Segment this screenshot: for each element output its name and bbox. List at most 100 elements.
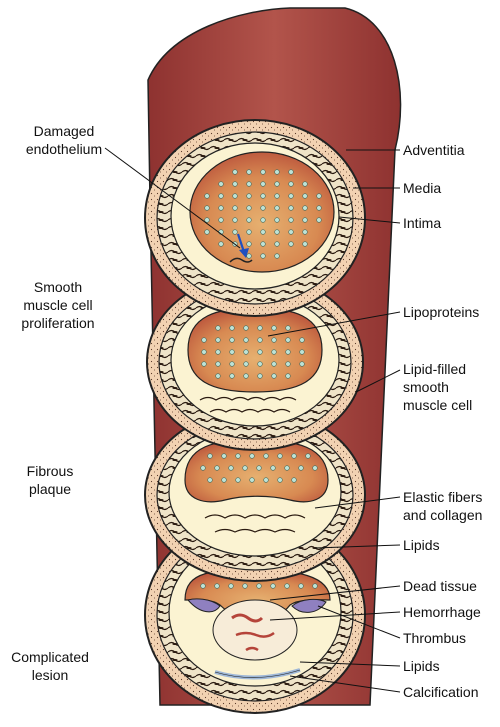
lipoprotein-dot: [260, 217, 266, 223]
label-hemorrhage: Hemorrhage: [403, 604, 481, 620]
label-media: Media: [403, 180, 441, 196]
lipoprotein-dot: [232, 169, 238, 175]
lipoprotein-dot: [285, 373, 291, 379]
lipoprotein-dot: [299, 349, 305, 355]
lipoprotein-dot: [298, 583, 304, 589]
lipoprotein-dot: [257, 325, 263, 331]
lipoprotein-dot: [284, 583, 290, 589]
label-lipid-filled-2: smooth: [403, 379, 449, 395]
lipoprotein-dot: [284, 465, 290, 471]
lipoprotein-dot: [271, 325, 277, 331]
lipoprotein-dot: [232, 217, 238, 223]
lipoprotein-dot: [274, 253, 280, 259]
label-calcification: Calcification: [403, 684, 478, 700]
lipoprotein-dot: [257, 349, 263, 355]
label-complicated-lesion-2: lesion: [32, 667, 69, 683]
lipoprotein-dot: [200, 465, 206, 471]
lipoprotein-dot: [204, 217, 210, 223]
lipoprotein-dot: [215, 349, 221, 355]
lipoprotein-dot: [285, 349, 291, 355]
lipoprotein-dot: [229, 325, 235, 331]
lipoprotein-dot: [204, 229, 210, 235]
lipoprotein-dot: [243, 349, 249, 355]
lipoprotein-dot: [232, 181, 238, 187]
lipoprotein-dot: [302, 205, 308, 211]
lipoprotein-dot: [201, 337, 207, 343]
lipoprotein-dot: [260, 181, 266, 187]
lipoprotein-dot: [232, 193, 238, 199]
lipoprotein-dot: [221, 453, 227, 459]
lipoprotein-dot: [302, 241, 308, 247]
lipoprotein-dot: [242, 583, 248, 589]
lipoprotein-dot: [204, 193, 210, 199]
label-intima: Intima: [403, 215, 441, 231]
lipoprotein-dot: [291, 453, 297, 459]
label-thrombus: Thrombus: [403, 630, 466, 646]
lipoprotein-dot: [246, 169, 252, 175]
label-smooth-muscle-3: proliferation: [21, 315, 94, 331]
lipoprotein-dot: [260, 169, 266, 175]
left-labels: Damaged endothelium Smooth muscle cell p…: [11, 123, 102, 683]
label-damaged-endothelium-2: endothelium: [26, 141, 102, 157]
lipoprotein-dot: [204, 205, 210, 211]
lipoprotein-dot: [218, 205, 224, 211]
lipoprotein-dot: [274, 229, 280, 235]
lipoprotein-dots: [200, 169, 322, 589]
lipoprotein-dot: [302, 181, 308, 187]
lipoprotein-dot: [246, 193, 252, 199]
section-damaged-endothelium: [144, 119, 366, 317]
lipoprotein-dot: [215, 373, 221, 379]
lipoprotein-dot: [256, 465, 262, 471]
lipoprotein-dot: [291, 477, 297, 483]
section-smooth-muscle: [146, 273, 364, 451]
lipoprotein-dot: [235, 453, 241, 459]
lipoprotein-dot: [214, 465, 220, 471]
label-smooth-muscle-1: Smooth: [34, 279, 82, 295]
lipoprotein-dot: [285, 325, 291, 331]
lipoprotein-dot: [246, 229, 252, 235]
lipoprotein-dot: [215, 325, 221, 331]
lipoprotein-dot: [274, 205, 280, 211]
dead-tissue: [212, 599, 298, 661]
lipoprotein-dot: [242, 465, 248, 471]
lipoprotein-dot: [260, 205, 266, 211]
lipoprotein-dot: [288, 217, 294, 223]
lipoprotein-dot: [260, 229, 266, 235]
lipoprotein-dot: [235, 477, 241, 483]
label-elastic-fibers-1: Elastic fibers: [403, 489, 482, 505]
lipoprotein-dot: [316, 217, 322, 223]
lipoprotein-dot: [243, 325, 249, 331]
lipoprotein-dot: [229, 349, 235, 355]
lipoprotein-dot: [288, 205, 294, 211]
lipoprotein-dot: [274, 181, 280, 187]
lipoprotein-dot: [299, 337, 305, 343]
lipoprotein-dot: [271, 349, 277, 355]
lipoprotein-dot: [274, 193, 280, 199]
lipoprotein-dot: [312, 583, 318, 589]
label-fibrous-plaque-2: plaque: [29, 481, 71, 497]
lipoprotein-dot: [302, 217, 308, 223]
label-lipids-2: Lipids: [403, 658, 440, 674]
label-damaged-endothelium-1: Damaged: [34, 123, 95, 139]
lipoprotein-dot: [288, 169, 294, 175]
label-smooth-muscle-2: muscle cell: [23, 297, 92, 313]
lipoprotein-dot: [228, 465, 234, 471]
lipoprotein-dot: [260, 193, 266, 199]
lipoprotein-dot: [299, 361, 305, 367]
lipoprotein-dot: [221, 477, 227, 483]
right-labels: Adventitia Media Intima Lipoproteins Lip…: [403, 142, 482, 700]
lipoprotein-dot: [229, 337, 235, 343]
lipoprotein-dot: [312, 465, 318, 471]
lipoprotein-dot: [246, 205, 252, 211]
lipoprotein-dot: [207, 453, 213, 459]
lipoprotein-dot: [246, 217, 252, 223]
lipoprotein-dot: [257, 361, 263, 367]
lipoprotein-dot: [288, 229, 294, 235]
label-adventitia: Adventitia: [403, 142, 465, 158]
label-lipid-filled-1: Lipid-filled: [403, 361, 466, 377]
lipoprotein-dot: [218, 217, 224, 223]
leader-lines: [104, 147, 401, 693]
lipoprotein-dot: [249, 477, 255, 483]
lipoprotein-dot: [316, 205, 322, 211]
